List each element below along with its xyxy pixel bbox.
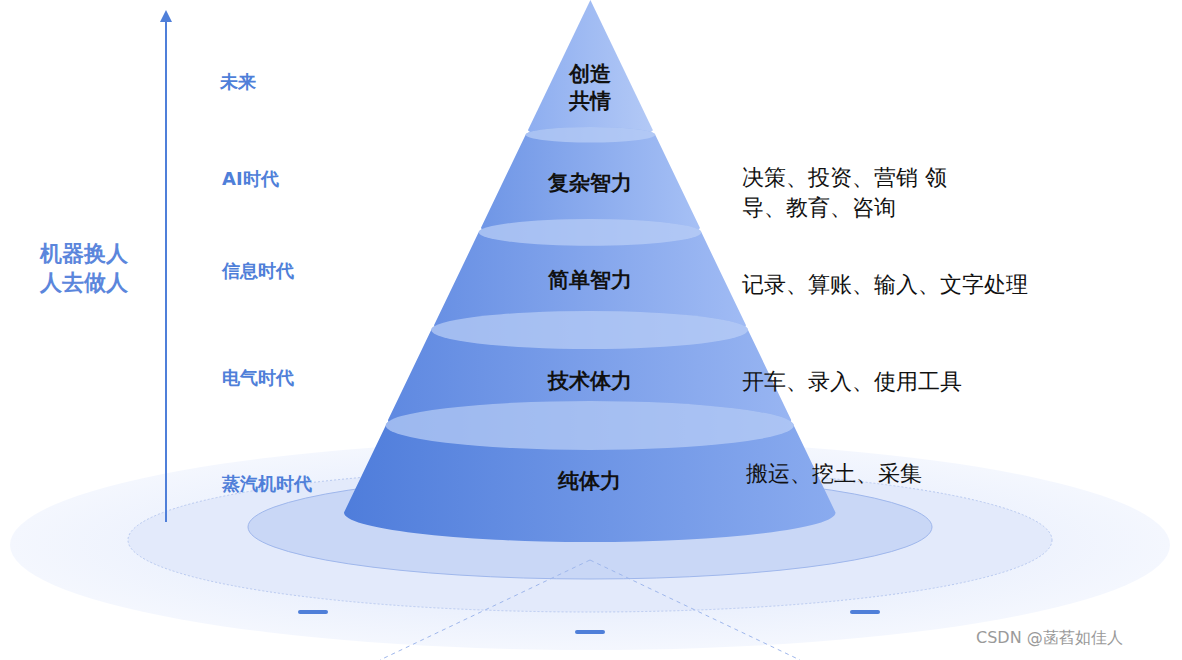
band-top [525,127,655,143]
outer-disc [10,440,1170,650]
band-label: 纯体力 [558,468,621,495]
disc-mark [575,630,605,634]
guide-line [380,560,590,660]
band-top [479,219,702,246]
era-label: AI时代 [222,167,279,191]
band-top [386,401,794,450]
band-label: 简单智力 [548,267,632,294]
band-top [432,311,749,349]
example-text: 决策、投资、营销 领导、教育、咨询 [742,163,947,222]
era-arrow [165,16,167,522]
example-text: 记录、算账、输入、文字处理 [742,270,1028,300]
band-label: 复杂智力 [548,170,632,197]
disc-mark [850,610,880,614]
guide-line [590,560,800,660]
pyramid-band: 创造 共情 [528,0,653,137]
band-label: 技术体力 [548,368,632,395]
band-body [528,0,653,137]
axis-title: 机器换人 人去做人 [40,240,140,297]
disc-mark [298,610,328,614]
example-text: 搬运、挖土、采集 [746,459,922,489]
era-label: 未来 [220,70,256,94]
example-text: 开车、录入、使用工具 [742,367,962,397]
watermark: CSDN @菡萏如佳人 [976,628,1123,649]
era-label: 信息时代 [222,259,294,283]
era-label: 电气时代 [222,366,294,390]
era-label: 蒸汽机时代 [222,472,312,496]
band-label: 创造 共情 [563,61,618,116]
